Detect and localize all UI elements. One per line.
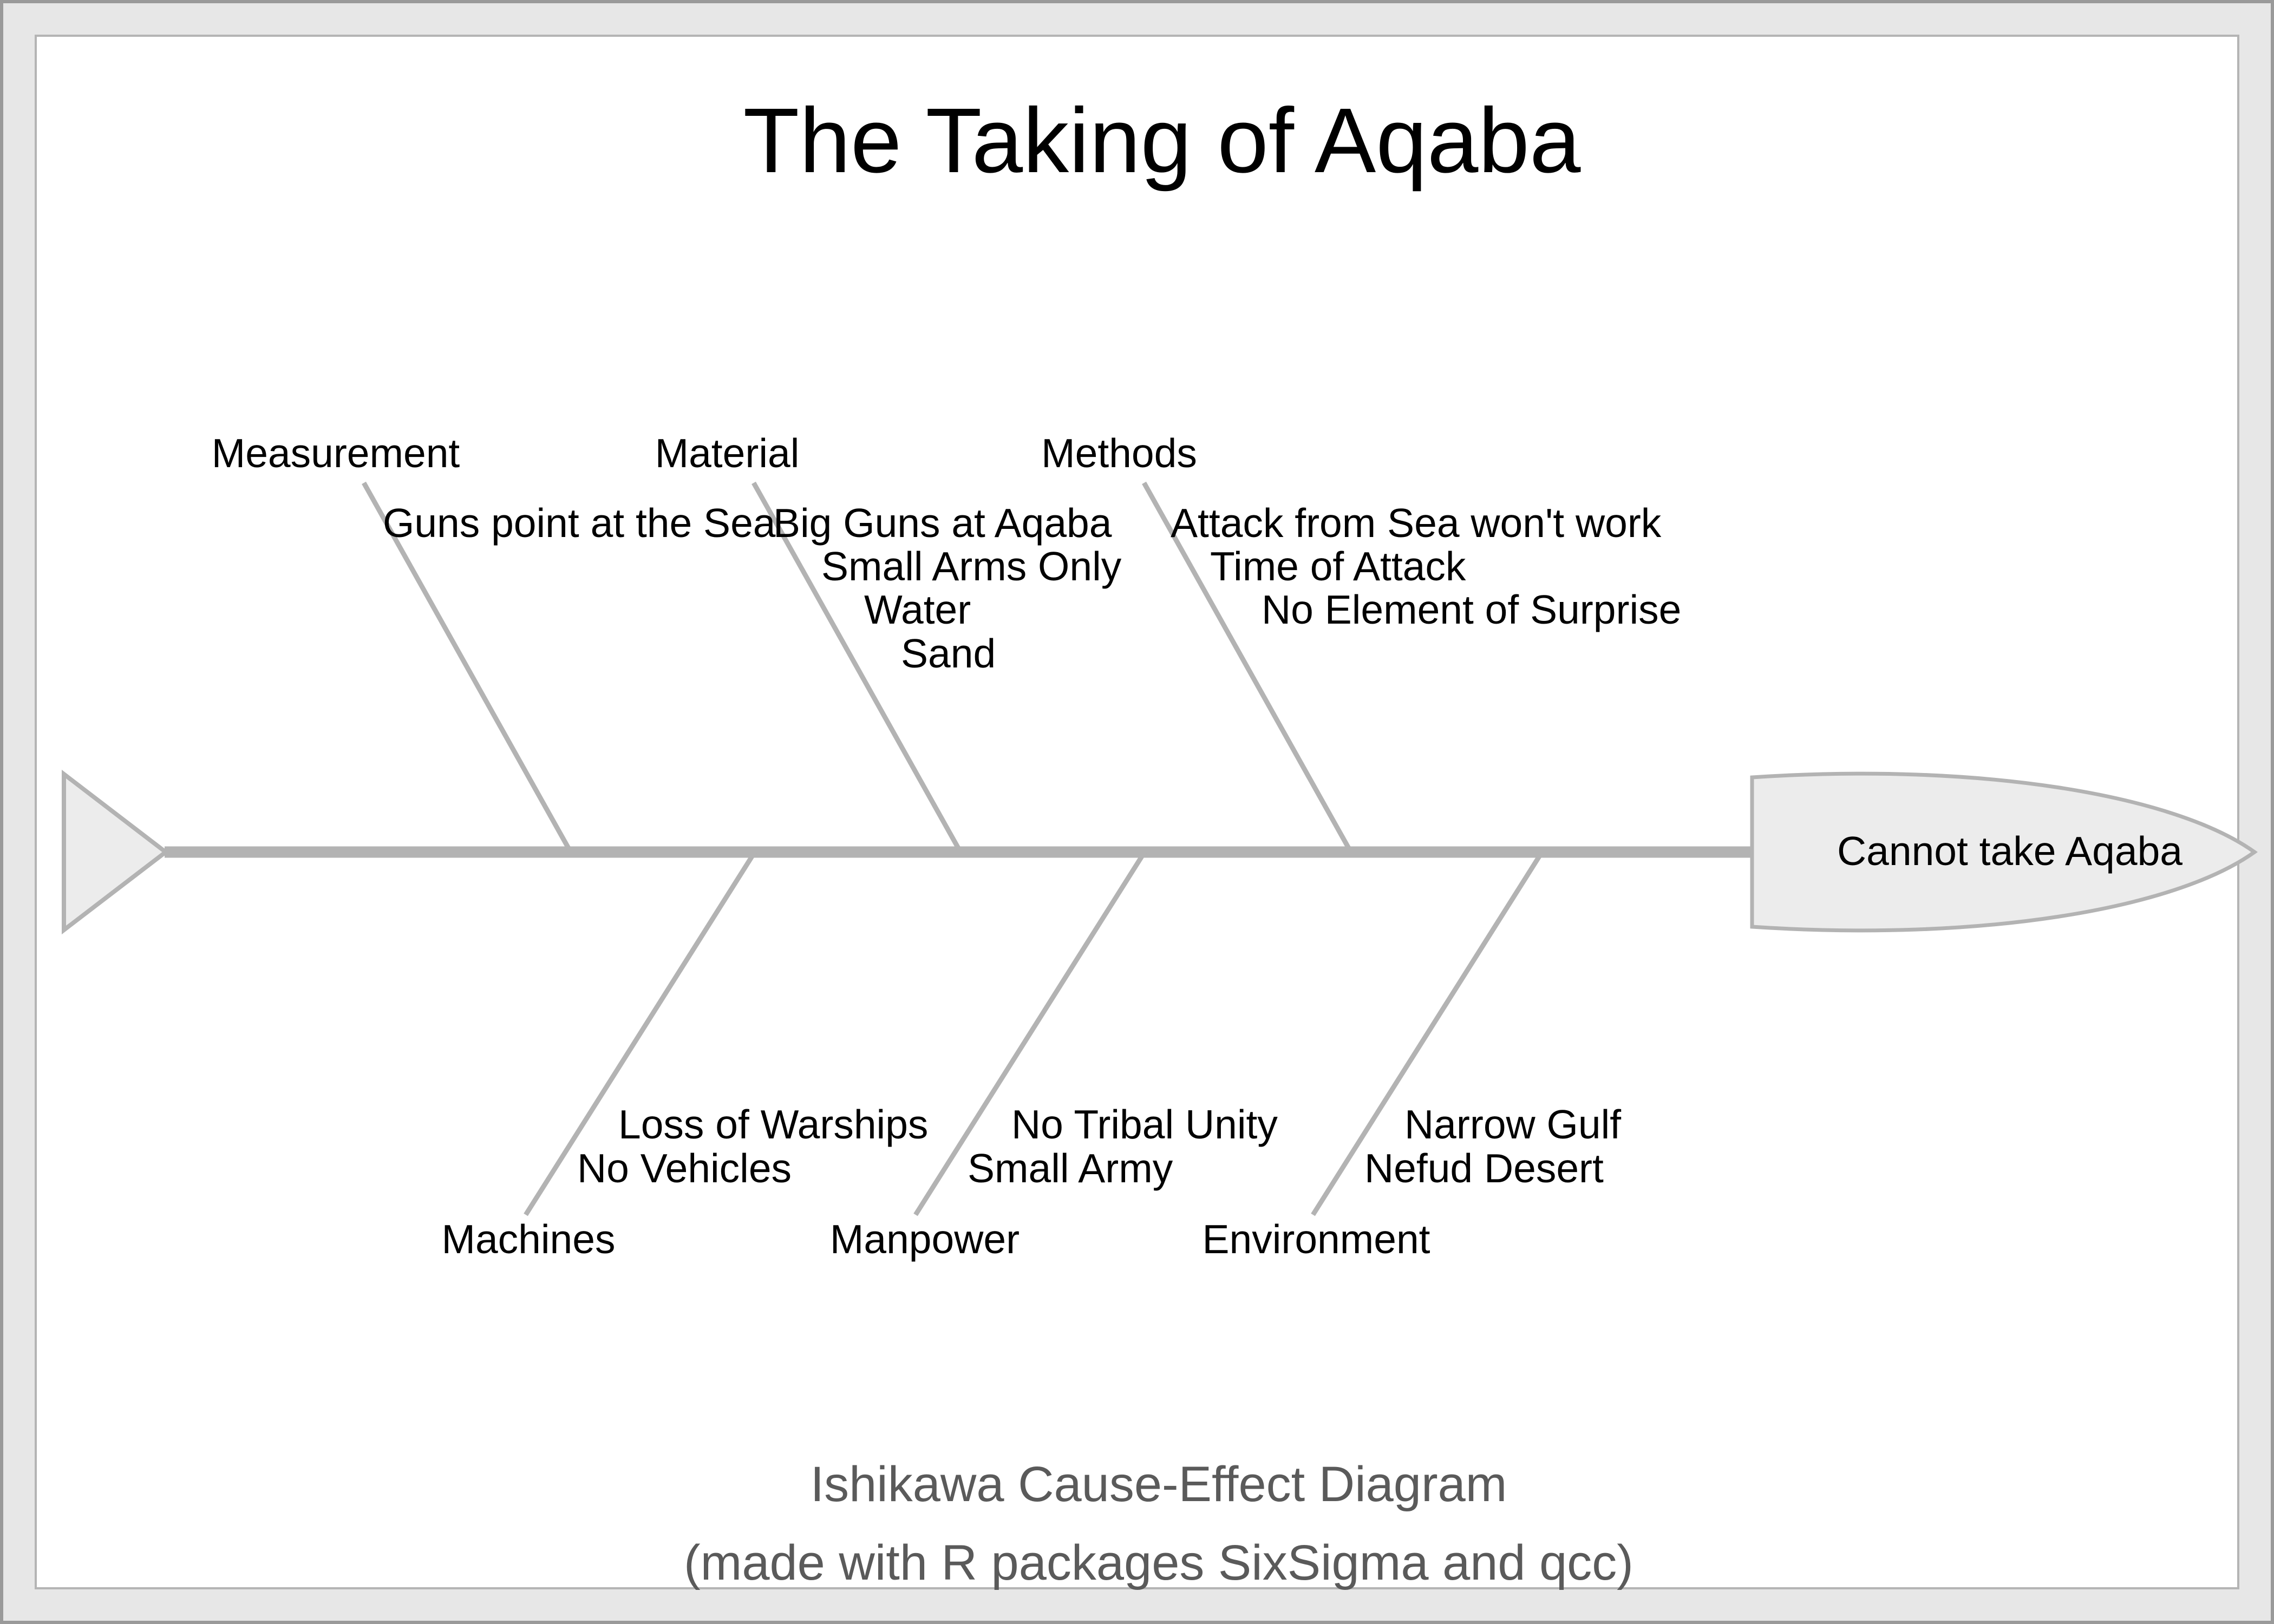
- branch-label-methods: Methods: [1041, 430, 1197, 476]
- cause-item: Loss of Warships: [618, 1102, 928, 1147]
- cause-item: Small Arms Only: [821, 543, 1122, 589]
- cause-item: No Tribal Unity: [1011, 1102, 1278, 1147]
- cause-item: Big Guns at Aqaba: [773, 500, 1112, 546]
- branch-line-environment: [1311, 850, 1544, 1216]
- effect-label: Cannot take Aqaba: [1837, 828, 2182, 874]
- page-title: The Taking of Aqaba: [743, 89, 1581, 192]
- cause-item: Narrow Gulf: [1404, 1102, 1621, 1147]
- cause-item: Attack from Sea won't work: [1171, 500, 1662, 546]
- effect-arrow: [1750, 771, 2258, 933]
- branch-label-manpower: Manpower: [830, 1216, 1020, 1262]
- cause-item: Time of Attack: [1210, 543, 1466, 589]
- cause-item: Guns point at the Sea: [383, 500, 776, 546]
- cause-item: Water: [864, 587, 971, 632]
- branch-line-measurement: [362, 481, 573, 854]
- cause-item: No Vehicles: [577, 1145, 792, 1191]
- cause-item: Sand: [901, 631, 996, 676]
- cause-item: Small Army: [968, 1145, 1173, 1191]
- branch-line-methods: [1142, 481, 1353, 854]
- branch-line-machines: [524, 850, 757, 1216]
- branch-line-material: [752, 481, 963, 854]
- branch-label-material: Material: [655, 430, 800, 476]
- caption-line-2: (made with R packages SixSigma and qcc): [684, 1535, 1633, 1590]
- branch-label-measurement: Measurement: [212, 430, 460, 476]
- branch-label-machines: Machines: [442, 1216, 616, 1262]
- cause-item: Nefud Desert: [1364, 1145, 1604, 1191]
- cause-item: No Element of Surprise: [1262, 587, 1681, 632]
- caption-line-1: Ishikawa Cause-Effect Diagram: [811, 1457, 1507, 1512]
- branch-line-manpower: [913, 850, 1147, 1216]
- fishbone-diagram: The Taking of Aqaba Cannot take Aqaba Me…: [62, 89, 2258, 1590]
- spine-tail: [62, 769, 169, 935]
- branch-label-environment: Environment: [1202, 1216, 1430, 1262]
